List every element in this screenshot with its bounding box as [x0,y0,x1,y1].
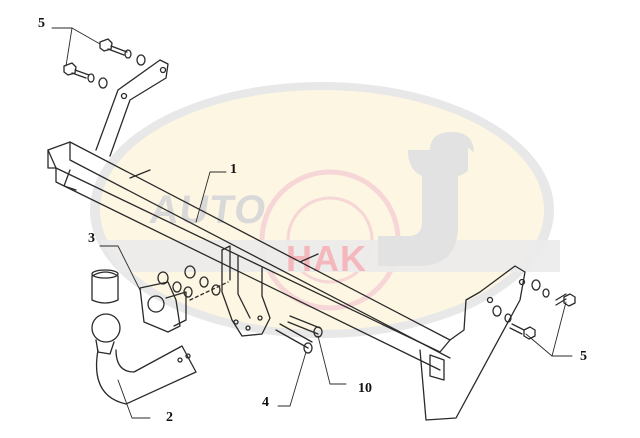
callout-2: 2 [166,410,173,425]
socket-plate [139,265,229,333]
cross-beam [47,141,451,371]
callout-5-upper-left: 5 [38,16,45,31]
center-brackets [221,245,271,337]
callout-4: 4 [262,395,269,410]
callout-10: 10 [358,381,372,396]
bolt-set-right [492,279,576,340]
bolt-set-upper-left [63,38,146,89]
right-bracket [419,265,526,421]
bolts-4-10 [275,315,323,354]
tow-ball-neck [91,269,197,405]
callout-1: 1 [230,162,237,177]
watermark-hak-text: HAK [286,238,367,279]
leader-lines [51,27,573,419]
callout-3: 3 [88,231,95,246]
callout-5-right: 5 [580,349,587,364]
left-bracket [95,59,169,157]
